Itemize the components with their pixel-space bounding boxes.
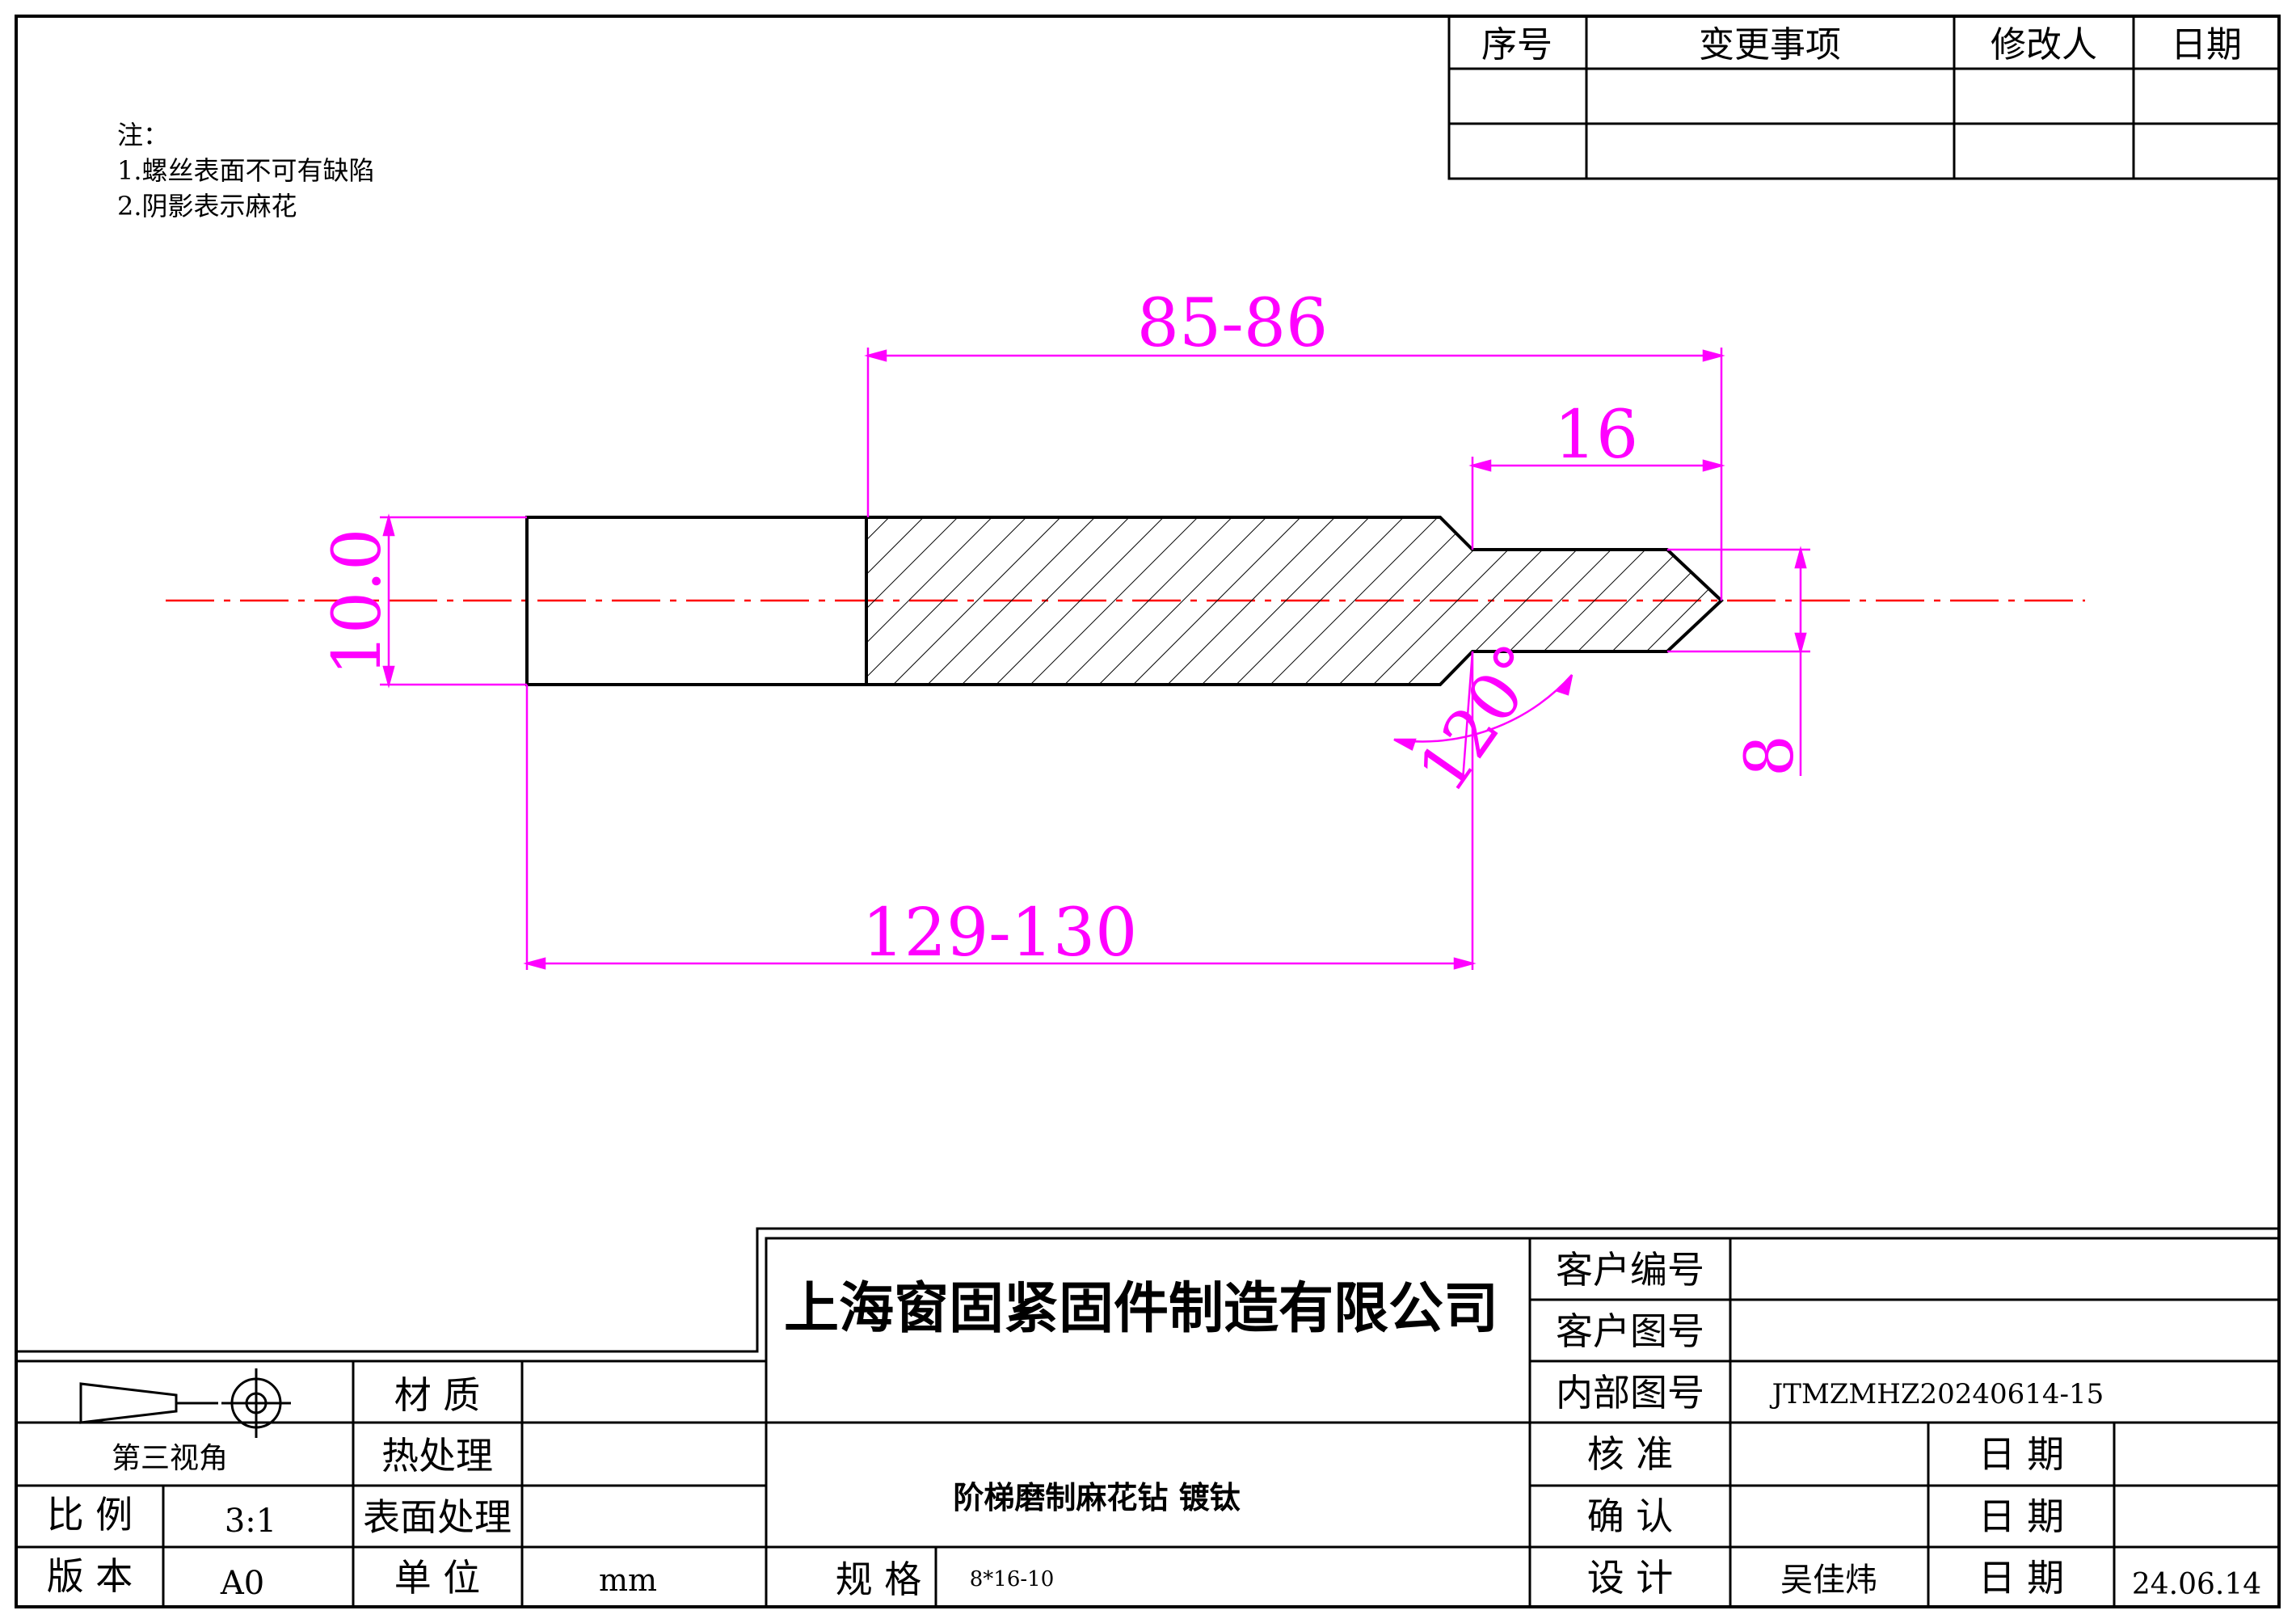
sheet-border: [15, 15, 2281, 1608]
version-value: A0: [220, 1565, 264, 1602]
design-date-label: 日 期: [1978, 1556, 2065, 1600]
revision-header-seq: 序号: [1481, 24, 1552, 65]
confirm-label: 确 认: [1587, 1494, 1674, 1538]
dim-tip-diameter: 8: [1732, 735, 1809, 777]
version-label: 版 本: [47, 1554, 133, 1598]
projection-label: 第三视角: [112, 1442, 228, 1475]
design-date-value: 24.06.14: [2132, 1568, 2261, 1601]
approve-label: 核 准: [1587, 1432, 1674, 1476]
drill-part: [525, 516, 1724, 686]
spec-label: 规 格: [836, 1558, 922, 1601]
company-name: 上海窗固紧固件制造有限公司: [784, 1276, 1498, 1341]
note-item: 2.阴影表示麻花: [117, 191, 297, 221]
scale-value: 3:1: [225, 1503, 276, 1540]
design-label: 设 计: [1587, 1556, 1674, 1600]
heat-treatment-label: 热处理: [381, 1434, 493, 1478]
customer-number-label: 客户编号: [1556, 1248, 1704, 1292]
unit-label: 单 位: [394, 1556, 481, 1600]
dim-overall-flute: 85-86: [1137, 285, 1328, 362]
spec-value: 8*16-10: [970, 1567, 1055, 1591]
confirm-date-label: 日 期: [1978, 1494, 2065, 1538]
flute-hatched-section: [865, 516, 1724, 686]
dim-tip-length: 16: [1554, 397, 1638, 474]
customer-drawing-label: 客户图号: [1556, 1309, 1704, 1353]
surface-treatment-label: 表面处理: [363, 1495, 512, 1539]
approve-date-label: 日 期: [1978, 1432, 2065, 1476]
designer-value: 吴佳炜: [1780, 1562, 1877, 1599]
third-angle-projection-icon: [79, 1368, 291, 1438]
dimensions: [380, 348, 1810, 970]
note-item: 1.螺丝表面不可有缺陷: [117, 155, 375, 186]
notes-title: 注：: [117, 120, 169, 150]
dim-shank-diameter: 10.0: [319, 529, 396, 677]
internal-drawing-label: 内部图号: [1556, 1371, 1704, 1414]
internal-drawing-value: JTMZMHZ20240614-15: [1770, 1378, 2104, 1410]
scale-label: 比 例: [47, 1493, 133, 1537]
dim-total-length: 129-130: [862, 895, 1138, 972]
revision-header-editor: 修改人: [1991, 24, 2097, 65]
notes: 注： 1.螺丝表面不可有缺陷 2.阴影表示麻花: [117, 120, 375, 221]
part-name: 阶梯磨制麻花钻 镀钛: [953, 1479, 1240, 1516]
unit-value: mm: [599, 1562, 657, 1598]
revision-table: [1447, 15, 2281, 180]
revision-header-date: 日期: [2171, 24, 2242, 65]
material-label: 材 质: [394, 1373, 481, 1417]
revision-header-change: 变更事项: [1699, 24, 1841, 65]
title-block: [16, 1227, 2279, 1607]
